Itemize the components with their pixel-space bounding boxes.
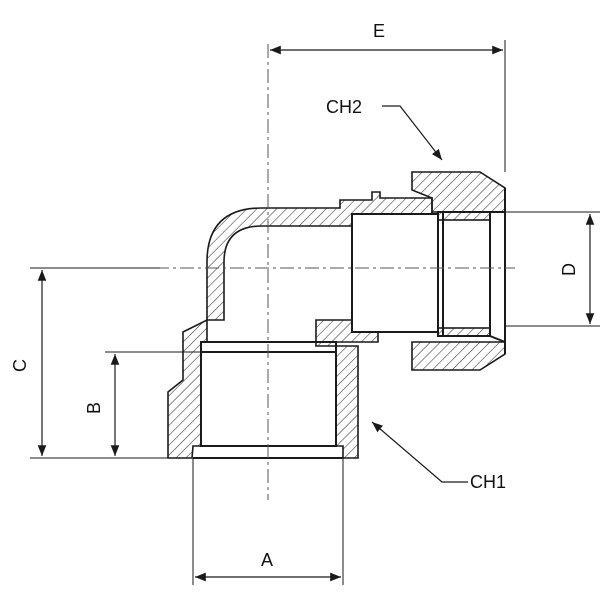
nut-thread-bottom <box>437 327 491 337</box>
ch2-leader <box>382 105 443 161</box>
label-a: A <box>261 550 273 570</box>
label-b: B <box>84 402 104 414</box>
label-ch1: CH1 <box>470 472 506 492</box>
leader-lines <box>371 105 468 483</box>
ch1-leader <box>371 421 468 483</box>
label-c: C <box>10 359 30 372</box>
body-wall-sections <box>167 171 506 459</box>
elbow-curved-wall <box>206 191 433 321</box>
nut-thread-top <box>437 211 491 221</box>
threaded-sleeve <box>437 211 491 337</box>
extension-lines <box>30 40 600 585</box>
right-vertical-wall <box>335 345 359 459</box>
left-vertical-wall <box>167 318 208 459</box>
label-ch2: CH2 <box>326 97 362 117</box>
label-e: E <box>373 21 385 41</box>
nut-bottom <box>411 341 506 371</box>
dimension-lines <box>37 45 595 582</box>
label-d: D <box>559 263 579 276</box>
horizontal-bore <box>351 213 439 333</box>
